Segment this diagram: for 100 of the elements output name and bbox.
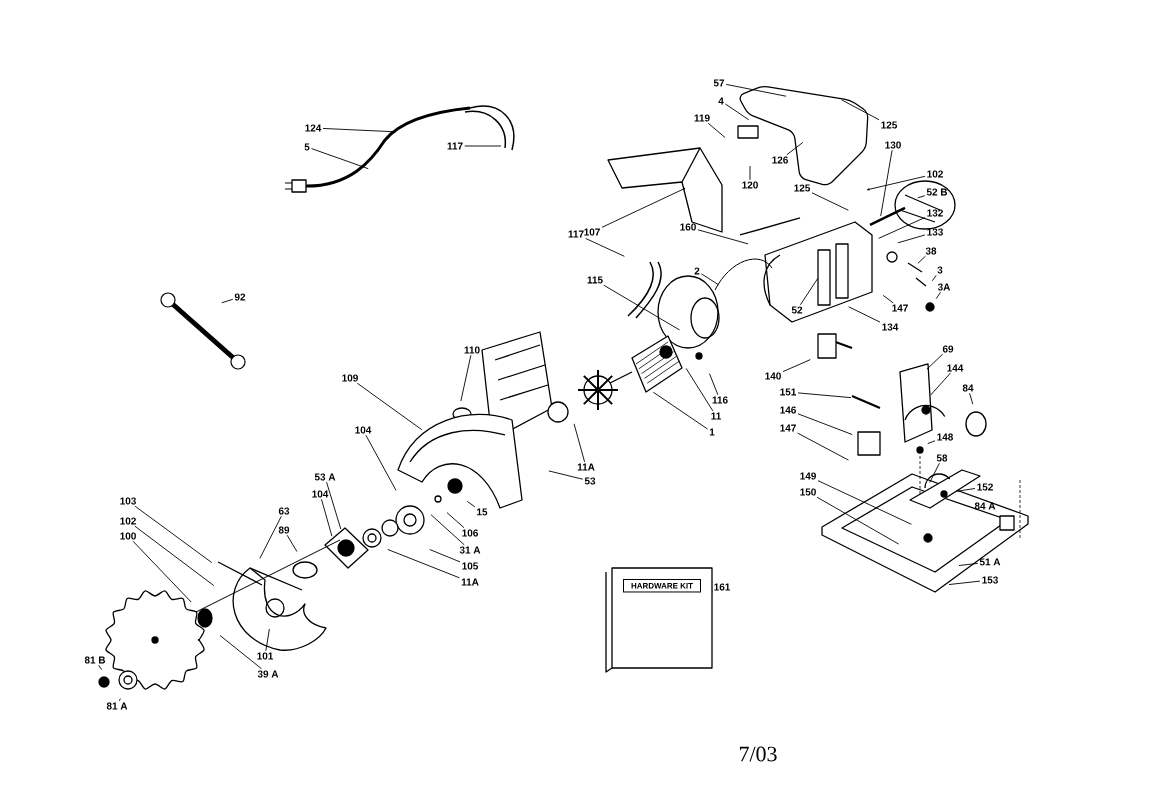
callout-number: 92 [234, 293, 246, 301]
callout-number: 102 [927, 170, 943, 178]
callout-number: 115 [587, 276, 603, 284]
leader-line [466, 500, 476, 508]
leader-line [786, 142, 804, 156]
leader-line [321, 498, 333, 537]
leader-line [797, 392, 852, 399]
callout-number: 38 [925, 247, 937, 255]
callout-number: 103 [120, 497, 136, 505]
callout-number: 147 [892, 304, 908, 312]
callout-number: 161 [714, 583, 731, 591]
leader-line [816, 496, 899, 545]
leader-line [98, 664, 103, 671]
date-code: 7/03 [739, 746, 777, 762]
callout-number: 11A [577, 463, 595, 471]
leader-line [878, 217, 926, 239]
leader-line [926, 353, 943, 370]
callout-number: 149 [800, 472, 816, 480]
callout-number: 52 [791, 306, 803, 314]
leader-line [685, 367, 714, 412]
callout-number: 133 [927, 228, 943, 236]
callout-number: 15 [477, 508, 488, 516]
leader-line [749, 165, 751, 181]
callout-number: 125 [794, 184, 811, 192]
leader-line [930, 372, 951, 396]
leader-line [265, 628, 270, 652]
callout-number: 3 [937, 266, 943, 274]
leader-line [429, 549, 461, 563]
callout-number: 130 [885, 141, 901, 149]
leader-line [652, 391, 708, 430]
callout-number: 146 [780, 406, 796, 414]
callout-number: 153 [982, 576, 998, 584]
leader-line [955, 488, 976, 492]
leader-line [585, 238, 625, 257]
callout-number: 119 [694, 114, 710, 122]
leader-line [917, 255, 926, 264]
callout-number: 102 [120, 517, 136, 525]
callout-number: 5 [304, 143, 310, 151]
leader-line [221, 298, 234, 304]
leader-line [707, 122, 726, 138]
callout-number: 117 [568, 230, 584, 238]
callout-number: 148 [937, 433, 953, 441]
callout-number: 11A [461, 578, 479, 586]
callout-number: 53 [584, 477, 596, 485]
callout-number: 11 [711, 412, 721, 420]
leader-line [880, 149, 893, 217]
callout-number: 140 [765, 372, 781, 380]
leader-line [725, 84, 787, 97]
callout-number: 58 [936, 454, 948, 462]
leader-line [219, 635, 262, 670]
callout-number: 53 A [314, 473, 336, 481]
leader-line [326, 481, 342, 530]
callout-number: 52 B [926, 188, 948, 196]
callout-number: 105 [462, 562, 479, 570]
callout-number: 84 [962, 384, 974, 392]
callout-number: 104 [312, 490, 329, 498]
callout-number: 89 [278, 526, 290, 534]
leader-line [365, 434, 397, 491]
callout-number: 81 B [84, 656, 106, 664]
leader-line [603, 284, 680, 331]
callout-number: 63 [278, 507, 290, 515]
callout-number: 81 A [106, 702, 128, 710]
callout-number: 150 [800, 488, 816, 496]
callout-number: 125 [881, 121, 898, 129]
leader-line [286, 534, 298, 553]
leader-line [132, 540, 192, 603]
leader-line [935, 291, 941, 300]
callout-number: 120 [742, 181, 758, 189]
callout-number: 107 [584, 228, 600, 236]
leader-line [430, 514, 465, 546]
callout-number: 124 [305, 124, 322, 132]
leader-line [811, 192, 849, 211]
leader-line [882, 294, 894, 304]
leader-line [948, 580, 981, 585]
leader-line [709, 373, 719, 396]
leader-line [573, 423, 586, 463]
leader-line [917, 195, 926, 199]
callout-number: 69 [942, 345, 954, 353]
leader-line [134, 525, 215, 587]
leader-line [927, 440, 936, 444]
callout-number: 31 A [459, 546, 481, 554]
leader-line [782, 359, 811, 373]
callout-number: 144 [947, 364, 964, 372]
leader-line [697, 229, 749, 245]
callout-number: 104 [355, 426, 372, 434]
callout-number: 57 [713, 79, 725, 87]
leader-line [446, 512, 465, 529]
callout-number: 2 [694, 267, 700, 275]
leader-line [841, 99, 880, 121]
callout-number: 151 [780, 388, 797, 396]
callout-number: 126 [772, 156, 788, 164]
leader-line [322, 128, 397, 133]
callout-number: 152 [977, 483, 993, 491]
leader-line [464, 145, 502, 147]
callout-number: 4 [718, 97, 724, 105]
callout-number: 100 [120, 532, 136, 540]
leader-line [797, 432, 849, 461]
callout-number: 160 [680, 223, 696, 231]
leader-line [725, 103, 750, 121]
leader-line [929, 462, 940, 483]
